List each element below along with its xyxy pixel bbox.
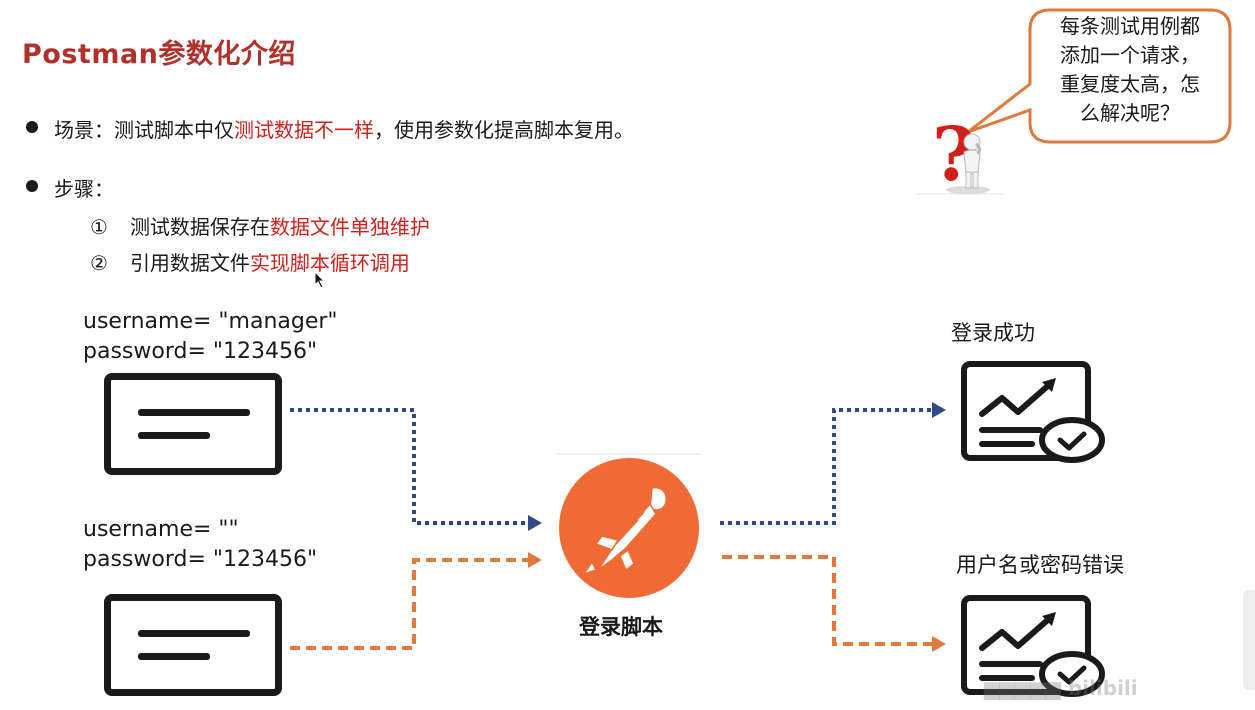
step-highlight: 数据文件单独维护 (269, 215, 430, 239)
bullet-dot (26, 121, 38, 133)
orange-path-out (722, 555, 932, 646)
orange-path-in (290, 558, 528, 650)
mouse-cursor-icon (314, 271, 326, 289)
scene-highlight: 测试数据不一样 (234, 118, 374, 142)
scene-suffix: ，使用参数化提高脚本复用。 (374, 118, 634, 142)
question-person-icon: ? (916, 112, 1004, 196)
step-number: ② (90, 251, 108, 275)
step-2: ② 引用数据文件实现脚本循环调用 (90, 247, 410, 276)
watermark: ▆▆▆▆▆ bilibili (984, 676, 1138, 700)
scene-line: 场景：测试脚本中仅测试数据不一样，使用参数化提高脚本复用。 (54, 114, 634, 143)
data-file-icon (104, 373, 282, 475)
arrow-head (528, 515, 542, 531)
blue-path-in (290, 408, 528, 525)
side-scroll-handle[interactable] (1243, 590, 1255, 690)
bullet-dot (26, 180, 38, 192)
credentials-empty: username= "" password= "123456" (83, 515, 317, 575)
username-line: username= "manager" (83, 309, 338, 334)
step-1: ① 测试数据保存在数据文件单独维护 (90, 211, 430, 240)
blue-path-out (720, 408, 932, 525)
arrow-head (932, 636, 946, 652)
scene-prefix: 场景：测试脚本中仅 (54, 118, 234, 142)
username-line: username= "" (83, 517, 239, 542)
result-success-label: 登录成功 (951, 321, 1035, 345)
arrow-head (932, 402, 946, 418)
credentials-manager: username= "manager" password= "123456" (83, 307, 338, 367)
chart-check-icon (961, 595, 1105, 697)
chart-check-icon (961, 361, 1105, 463)
page-title: Postman参数化介绍 (22, 39, 296, 70)
step-highlight: 实现脚本循环调用 (249, 251, 410, 275)
postman-logo-icon (556, 453, 702, 598)
script-label: 登录脚本 (579, 615, 663, 639)
password-line: password= "123456" (83, 339, 318, 364)
result-error-label: 用户名或密码错误 (956, 553, 1124, 577)
speech-bubble (967, 8, 1232, 144)
step-text: 引用数据文件 (129, 251, 250, 275)
step-text: 测试数据保存在 (129, 215, 270, 239)
arrow-head (528, 552, 542, 568)
bubble-text: 每条测试用例都 添加一个请求， 重复度太高，怎 么解决呢？ (1060, 14, 1200, 125)
data-file-icon (104, 594, 282, 696)
steps-label: 步骤： (54, 177, 114, 201)
password-line: password= "123456" (83, 547, 318, 572)
step-number: ① (90, 215, 108, 239)
